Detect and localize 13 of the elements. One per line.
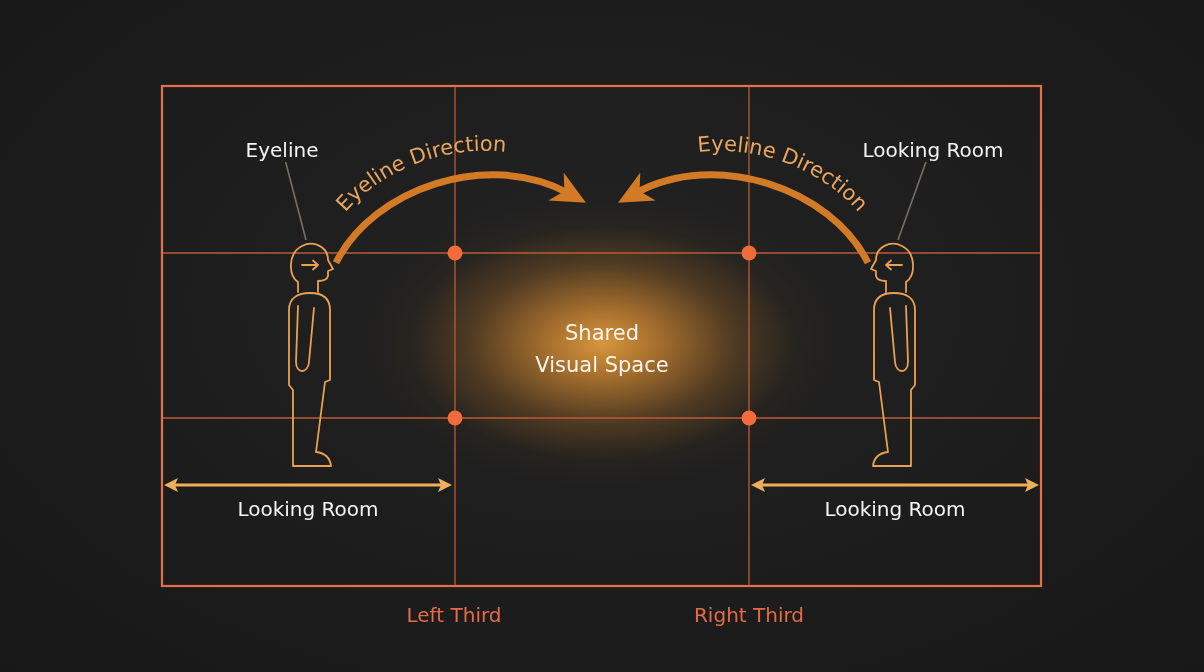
text-label: Looking Room [824,497,966,521]
area-label: Shared Visual Space [534,319,670,378]
person-figure [868,240,918,468]
curved-arrow [617,171,871,265]
leader-line [284,161,307,241]
callout-label: Eyeline [245,138,319,162]
callout-label: Looking Room [862,138,1004,162]
curved-arrow [333,171,587,265]
text-label: Looking Room [237,497,379,521]
text-label: Right Third [694,603,804,627]
person-figure [286,240,336,468]
text-label: Left Third [406,603,502,627]
leader-line [897,161,927,241]
